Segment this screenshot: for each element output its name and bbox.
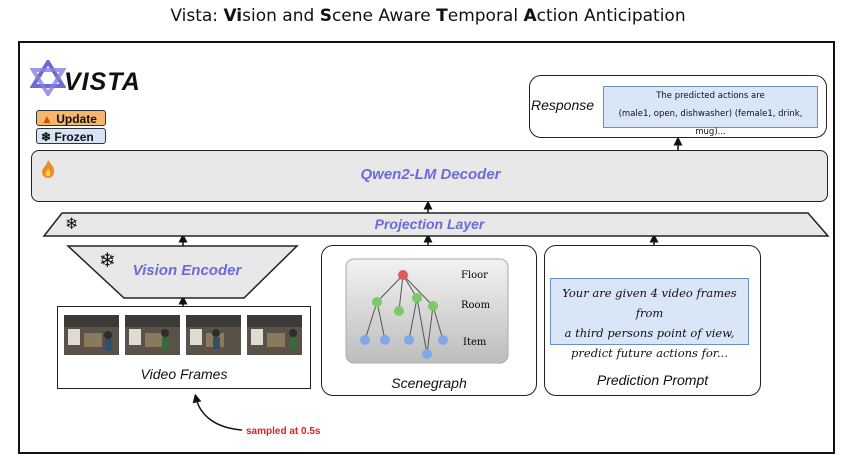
title-part: cene Aware <box>331 6 437 26</box>
video-frames-label: Video Frames <box>140 366 228 382</box>
snowflake-icon: ❄ <box>41 130 52 144</box>
title-part: A <box>523 6 537 26</box>
tree-level-item: Item <box>463 337 487 348</box>
sampled-annotation: sampled at 0.5s <box>246 426 321 437</box>
title-part: S <box>319 6 332 26</box>
video-frame-thumbnail <box>186 315 241 355</box>
flame-icon <box>42 160 55 178</box>
video-frame-thumbnail <box>64 315 119 355</box>
prediction-prompt-label: Prediction Prompt <box>596 372 709 388</box>
snowflake-icon: ❄ <box>65 215 78 233</box>
title-part: emporal <box>447 6 524 26</box>
prompt-text: Your are given 4 video frames from a thi… <box>550 278 749 360</box>
frozen-badge: ❄ Frozen <box>36 128 106 144</box>
snowflake-icon: ❄ <box>99 249 116 271</box>
title-part: Vista: <box>170 6 224 26</box>
title-part: T <box>436 6 448 26</box>
tree-level-floor: Floor <box>461 270 488 281</box>
update-label: Update <box>56 112 97 126</box>
prompt-line-3: predict future actions for... <box>571 346 728 360</box>
sampled-arrow <box>192 393 243 431</box>
response-line-2: (male1, open, dishwasher) (female1, drin… <box>618 109 803 137</box>
vision-encoder-shape <box>66 245 299 299</box>
diagram-frame <box>18 41 835 454</box>
svg-text:❄: ❄ <box>99 249 116 271</box>
scenegraph-label: Scenegraph <box>391 375 467 391</box>
response-line-1: The predicted actions are <box>656 91 765 101</box>
page-title: Vista: Vision and Scene Aware Temporal A… <box>0 6 856 26</box>
vista-logo-icon <box>30 60 66 96</box>
prompt-line-1: Your are given 4 video frames from <box>562 286 737 320</box>
video-frame-thumbnail <box>125 315 180 355</box>
tree-level-room: Room <box>461 300 491 311</box>
decoder-box: Qwen2-LM Decoder <box>31 150 828 202</box>
video-frame-thumbnail <box>247 315 302 355</box>
prompt-line-2: a third persons point of view, <box>564 326 735 340</box>
video-frames-box <box>57 306 311 389</box>
projection-layer-shape <box>42 212 830 237</box>
logo-text: VISTA <box>64 68 141 96</box>
frozen-label: Frozen <box>54 130 94 144</box>
decoder-label: Qwen2-LM Decoder <box>360 166 501 183</box>
projection-label: Projection Layer <box>374 216 485 232</box>
title-part: sion and <box>242 6 320 26</box>
update-badge: ▲ Update <box>36 110 106 126</box>
response-text: The predicted actions are (male1, open, … <box>603 86 818 137</box>
scenegraph-tree: Floor Room Item <box>345 258 509 364</box>
flame-icon: ▲ <box>41 112 53 126</box>
title-part: Vi <box>223 6 243 26</box>
vision-encoder-label: Vision Encoder <box>132 262 242 279</box>
response-label: Response <box>531 97 595 113</box>
title-part: ction Anticipation <box>536 6 686 26</box>
svg-text:❄: ❄ <box>65 215 78 233</box>
